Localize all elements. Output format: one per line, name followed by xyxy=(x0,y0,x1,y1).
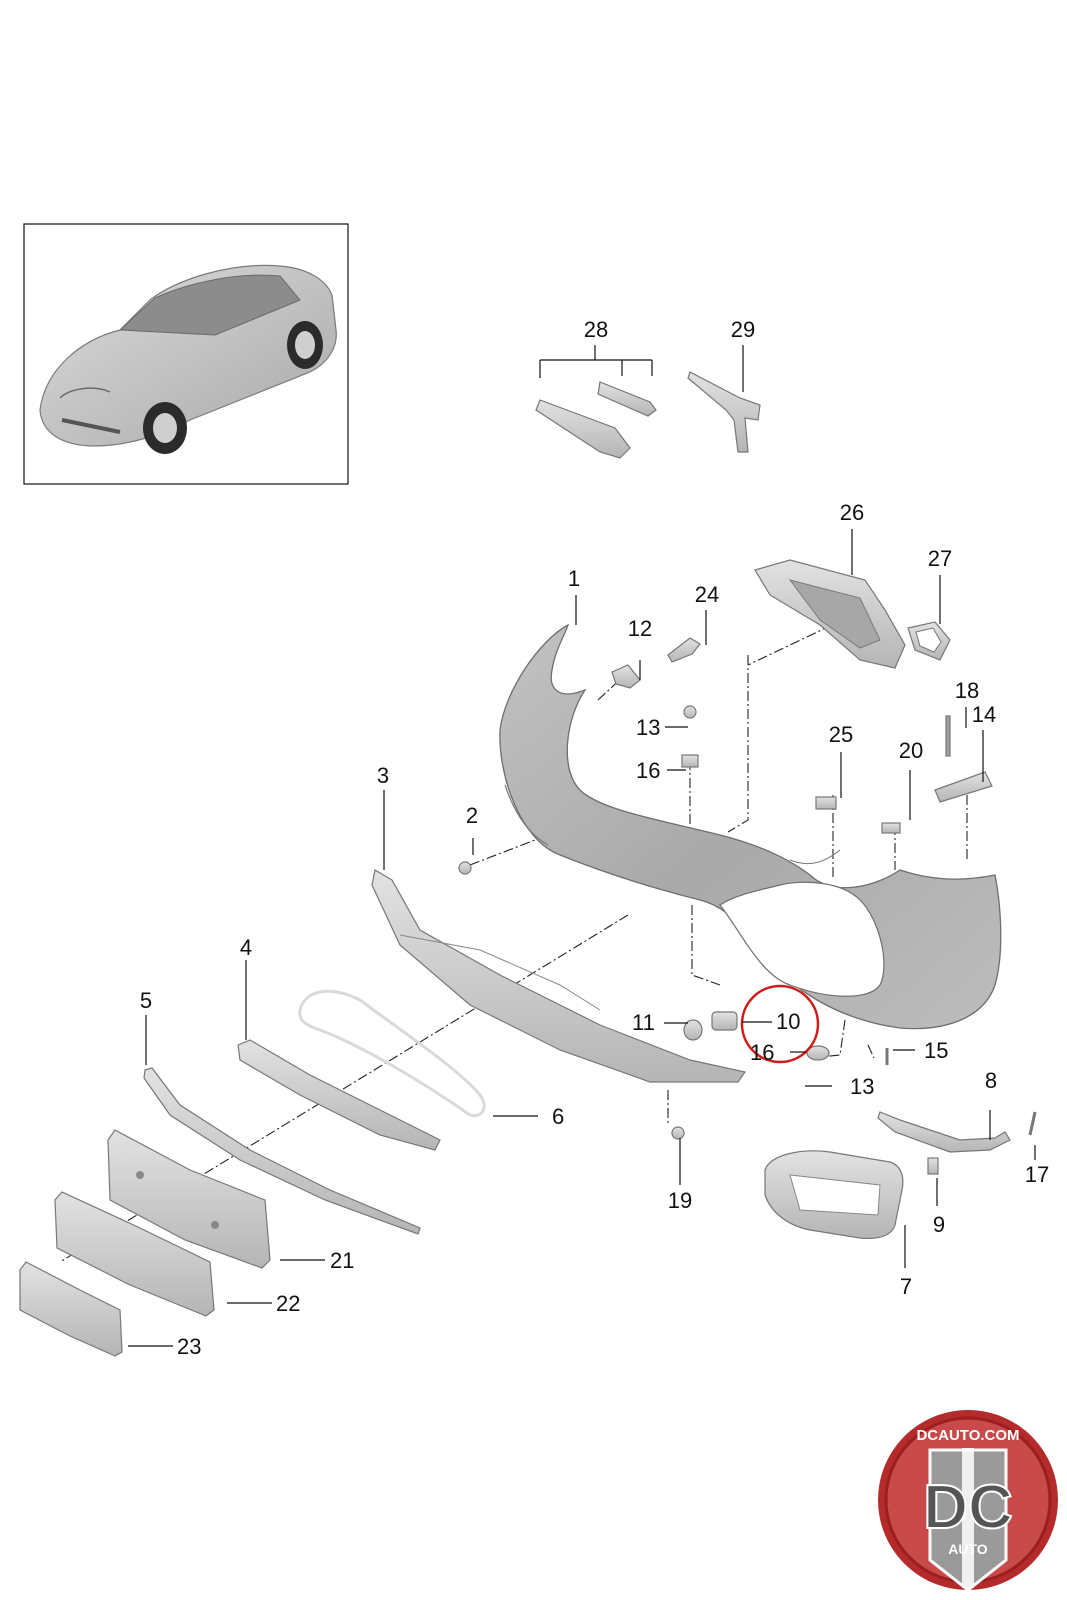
dcauto-logo: DCAUTO.COM DC AUTO xyxy=(878,1410,1058,1592)
callout-27: 27 xyxy=(928,546,952,571)
part-16-holder xyxy=(806,1045,830,1061)
highlight-circle-part-10 xyxy=(740,984,820,1064)
callout-10: 10 xyxy=(776,1009,800,1034)
part-3-spoiler xyxy=(371,869,747,1083)
callout-15: 15 xyxy=(924,1038,948,1063)
callout-labels: 1 2 3 4 5 6 7 8 9 10 11 12 13 13 14 15 1… xyxy=(140,317,1049,1359)
callout-16-lower: 16 xyxy=(750,1040,774,1065)
callout-24: 24 xyxy=(695,582,719,607)
part-8-trim-moulding xyxy=(877,1111,1011,1153)
callout-22: 22 xyxy=(276,1291,300,1316)
logo-bottom-text: AUTO xyxy=(948,1541,988,1557)
callout-1: 1 xyxy=(568,566,580,591)
part-29-applicator-gun xyxy=(687,371,761,453)
callout-26: 26 xyxy=(840,500,864,525)
callout-5: 5 xyxy=(140,988,152,1013)
part-7-side-grille xyxy=(764,1150,904,1240)
part-9-clip xyxy=(927,1157,939,1175)
callout-28: 28 xyxy=(584,317,608,342)
part-5-lip-strip xyxy=(143,1067,421,1235)
leader-lines xyxy=(128,345,1036,1347)
logo-big-text: DC xyxy=(923,1473,1013,1542)
callout-8: 8 xyxy=(985,1068,997,1093)
part-1-bumper-cover xyxy=(499,623,1002,1030)
car-illustration xyxy=(39,264,337,454)
part-22-plate xyxy=(54,1191,215,1317)
part-10-sensor xyxy=(711,1011,738,1031)
callout-21: 21 xyxy=(330,1248,354,1273)
callout-18: 18 xyxy=(955,678,979,703)
callout-20: 20 xyxy=(899,738,923,763)
part-17-screw xyxy=(1028,1111,1037,1136)
callout-3: 3 xyxy=(377,763,389,788)
logo-top-text: DCAUTO.COM xyxy=(916,1427,1019,1444)
part-6-grille-frame xyxy=(298,989,486,1118)
callout-16-upper: 16 xyxy=(636,758,660,783)
callout-9: 9 xyxy=(933,1212,945,1237)
callout-19: 19 xyxy=(668,1188,692,1213)
small-fasteners xyxy=(458,705,993,875)
callout-25: 25 xyxy=(829,722,853,747)
callout-17: 17 xyxy=(1025,1162,1049,1187)
callout-12: 12 xyxy=(628,616,652,641)
part-28-sealant-tubes xyxy=(535,381,657,459)
callout-13-upper: 13 xyxy=(636,715,660,740)
callout-13-lower: 13 xyxy=(850,1074,874,1099)
part-21-plate-bracket xyxy=(107,1129,271,1269)
part-27-frame xyxy=(907,621,951,661)
callout-23: 23 xyxy=(177,1334,201,1359)
part-12-bracket xyxy=(611,664,641,689)
callout-2: 2 xyxy=(466,803,478,828)
callout-7: 7 xyxy=(900,1274,912,1299)
part-23-plate-base xyxy=(19,1261,123,1357)
part-4-trim-strip xyxy=(237,1039,441,1151)
callout-11: 11 xyxy=(632,1010,655,1035)
vehicle-inset xyxy=(23,223,349,485)
callout-14: 14 xyxy=(972,702,996,727)
callout-29: 29 xyxy=(731,317,755,342)
part-26-air-duct xyxy=(754,559,906,669)
callout-6: 6 xyxy=(552,1104,564,1129)
part-19-clip xyxy=(671,1126,685,1140)
callout-4: 4 xyxy=(240,935,252,960)
part-11-sensor-cap xyxy=(683,1019,703,1041)
part-24-sensor xyxy=(667,637,701,663)
